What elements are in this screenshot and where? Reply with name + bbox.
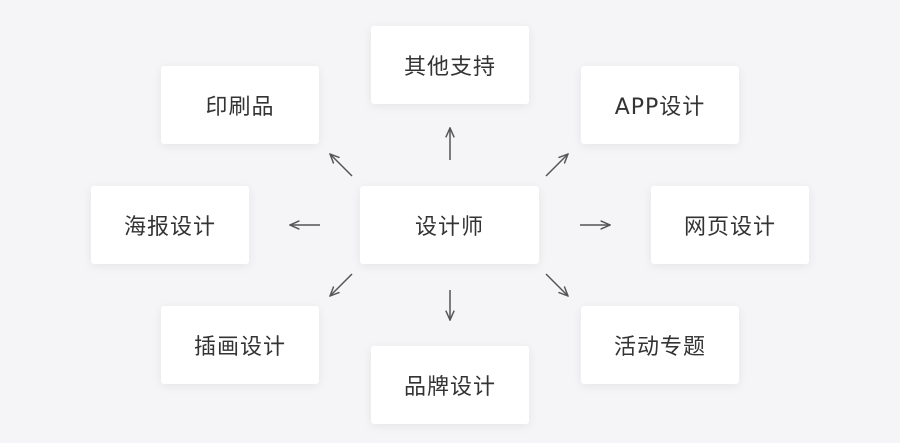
node-print-label: 印刷品 [205, 95, 275, 120]
node-poster-design-label: 海报设计 [123, 215, 216, 240]
node-illustration-design: 插画设计 [161, 306, 319, 384]
node-app-design-label: APP设计 [614, 95, 706, 120]
node-center-label: 设计师 [414, 215, 484, 240]
arrow-down-left [330, 273, 353, 296]
arrow-up-left [330, 154, 353, 177]
node-event-topic: 活动专题 [581, 306, 739, 384]
node-web-design: 网页设计 [651, 186, 809, 264]
node-brand-design-label: 品牌设计 [403, 375, 496, 400]
arrow-down-right [545, 273, 568, 296]
arrow-up-right [545, 154, 568, 177]
node-app-design: APP设计 [581, 66, 739, 144]
node-illustration-design-label: 插画设计 [193, 335, 286, 360]
node-print: 印刷品 [161, 66, 319, 144]
node-other-support: 其他支持 [371, 26, 529, 104]
node-other-support-label: 其他支持 [403, 55, 496, 80]
node-poster-design: 海报设计 [91, 186, 249, 264]
node-center-designer: 设计师 [360, 186, 539, 264]
node-web-design-label: 网页设计 [683, 215, 776, 240]
node-brand-design: 品牌设计 [371, 346, 529, 424]
node-event-topic-label: 活动专题 [613, 335, 706, 360]
